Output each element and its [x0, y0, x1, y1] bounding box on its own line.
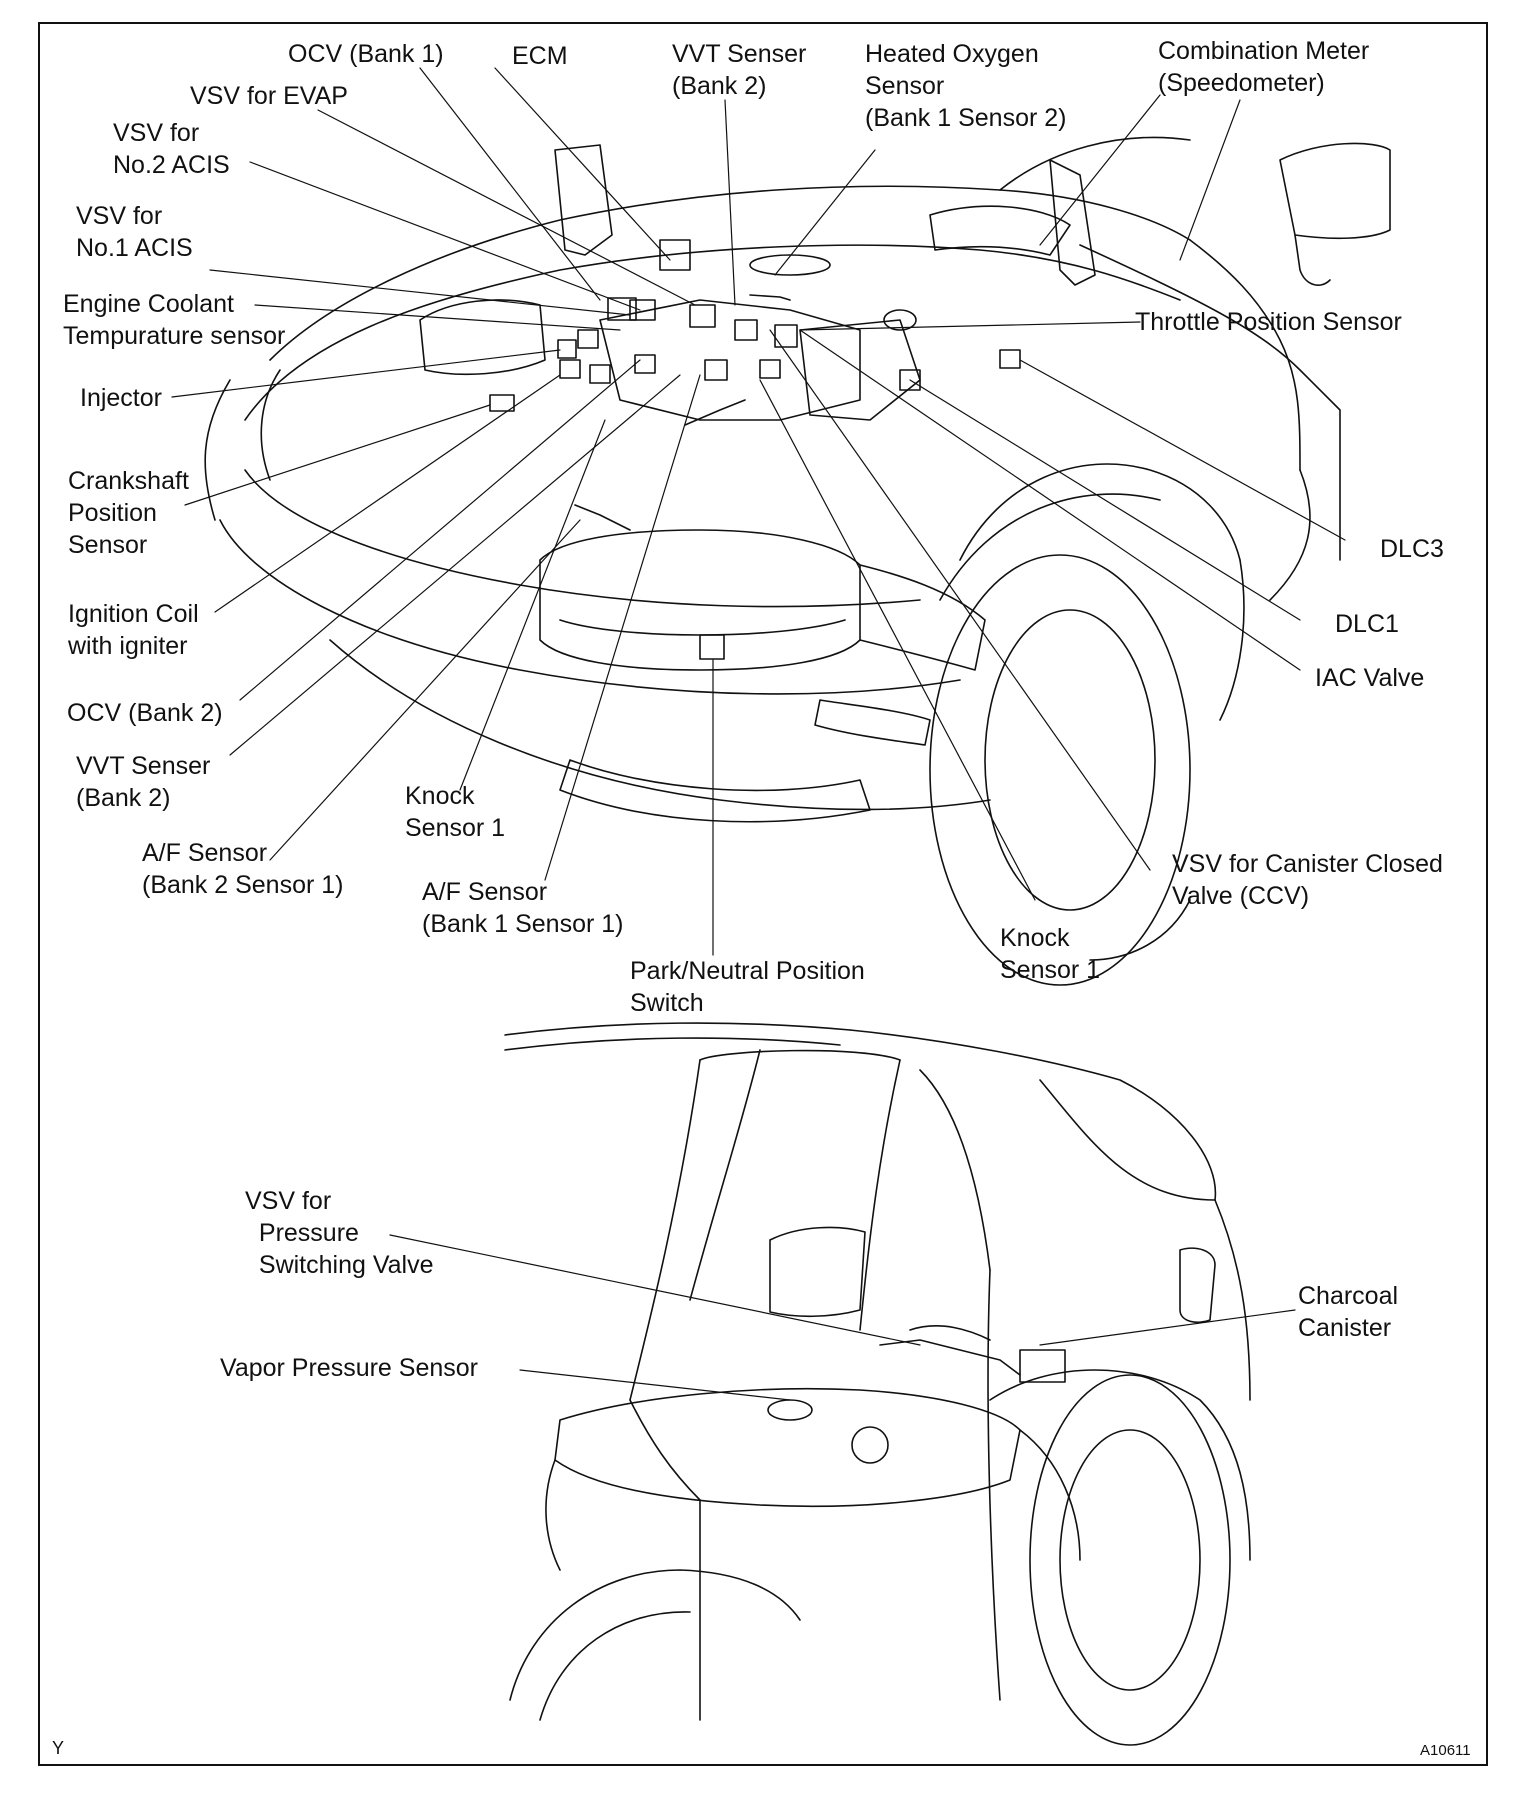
label-iac-valve: IAC Valve	[1315, 664, 1425, 692]
label-vvt-sensor-bank2-top: VVT Senser (Bank 2)	[672, 40, 807, 100]
label-vsv-acis2: VSV for No.2 ACIS	[113, 119, 230, 179]
front-vehicle-drawing	[204, 136, 1391, 986]
label-park-neutral-position-switch: Park/Neutral Position Switch	[630, 957, 865, 1017]
leader-lines	[171, 67, 1346, 1401]
label-vsv-pressure-switching-valve: VSV for Pressure Switching Valve	[245, 1187, 434, 1279]
label-charcoal-canister: Charcoal Canister	[1298, 1282, 1399, 1342]
label-throttle-position-sensor: Throttle Position Sensor	[1135, 308, 1402, 336]
label-engine-coolant-temp-sensor: Engine Coolant Tempurature sensor	[63, 290, 286, 350]
label-vsv-acis1: VSV for No.1 ACIS	[76, 202, 193, 262]
label-af-sensor-bank1: A/F Sensor (Bank 1 Sensor 1)	[422, 878, 624, 938]
figure-code: A10611	[1420, 1742, 1471, 1759]
label-vapor-pressure-sensor: Vapor Pressure Sensor	[220, 1354, 478, 1382]
label-dlc3: DLC3	[1380, 535, 1444, 563]
label-knock-sensor1-right: Knock Sensor 1	[1000, 924, 1101, 984]
label-injector: Injector	[80, 384, 162, 412]
label-af-sensor-bank2: A/F Sensor (Bank 2 Sensor 1)	[142, 839, 344, 899]
label-ocv-bank1: OCV (Bank 1)	[288, 40, 444, 68]
rear-vehicle-drawing	[504, 1022, 1251, 1746]
corner-mark-left: Y	[52, 1738, 65, 1758]
label-crankshaft-position-sensor: Crankshaft Position Sensor	[68, 467, 189, 559]
label-ecm: ECM	[512, 42, 568, 70]
label-combination-meter: Combination Meter (Speedometer)	[1158, 37, 1370, 97]
label-ignition-coil: Ignition Coil with igniter	[68, 600, 199, 660]
label-ocv-bank2: OCV (Bank 2)	[67, 699, 223, 727]
label-knock-sensor1-left: Knock Sensor 1	[405, 782, 506, 842]
label-vsv-canister-closed-valve: VSV for Canister Closed Valve (CCV)	[1172, 850, 1443, 910]
label-vvt-sensor-bank2-left: VVT Senser (Bank 2)	[76, 752, 211, 812]
label-heated-oxygen-sensor: Heated Oxygen Sensor (Bank 1 Sensor 2)	[865, 40, 1067, 132]
label-vsv-evap: VSV for EVAP	[190, 82, 348, 110]
diagram-frame	[38, 22, 1488, 1766]
label-dlc1: DLC1	[1335, 610, 1399, 638]
